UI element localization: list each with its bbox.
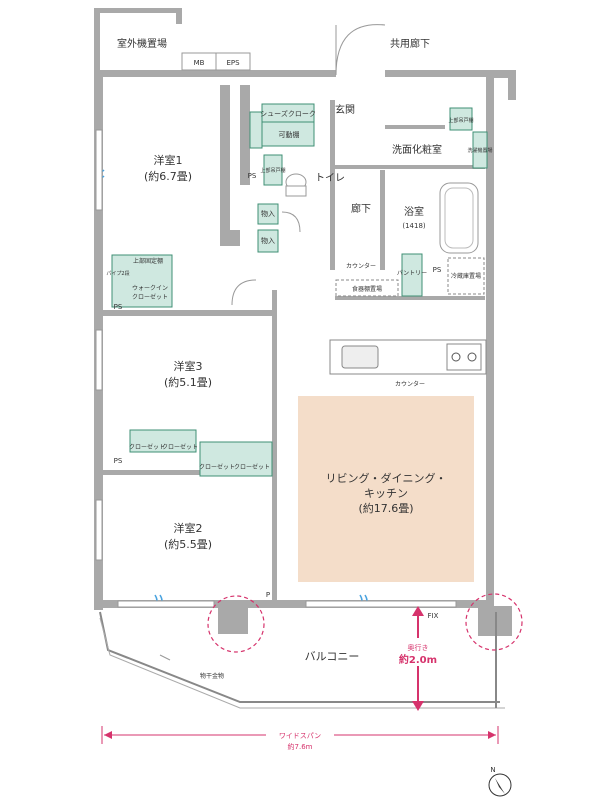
counter-kitchen-label: カウンター	[395, 380, 425, 388]
walkin-label: ウォークイン	[132, 284, 168, 292]
ps-left-label: PS	[114, 303, 123, 311]
room1-door-arc	[231, 279, 257, 306]
ps-right-label: PS	[433, 266, 442, 274]
closet-c-label: クローゼット	[199, 463, 235, 471]
north-compass: N	[488, 766, 512, 797]
depth-label: 奥行き	[408, 643, 429, 652]
entrance-door-arc	[335, 24, 386, 76]
eps-box	[215, 52, 251, 71]
bath-size-label: (1418)	[402, 222, 426, 230]
closet-b-label: クローゼット	[162, 443, 198, 451]
movable-shelf-label: 可動棚	[279, 130, 300, 139]
counter-small-label: カウンター	[346, 262, 376, 270]
closet-d-label: クローゼット	[234, 463, 270, 471]
ldk-size: (約17.6畳)	[358, 501, 413, 515]
hallway-label: 廊下	[351, 202, 371, 215]
room3-label: 洋室3	[174, 359, 203, 373]
washroom-label: 洗面化粧室	[392, 143, 442, 156]
pipe-shelf-label: パイプ2段	[106, 270, 129, 277]
depth-value: 約2.0m	[399, 653, 437, 666]
storage2-label: 物入	[261, 236, 275, 245]
column-circle-left	[207, 595, 265, 653]
room2-label: 洋室2	[174, 521, 203, 535]
outdoor-unit-label: 室外機置場	[117, 37, 167, 50]
ldk-label-1: リビング・ダイニング・	[326, 471, 447, 485]
north-label: N	[490, 766, 495, 774]
common-corridor-label: 共用廊下	[390, 37, 430, 50]
toilet-label: トイレ	[315, 173, 345, 184]
bathtub	[439, 182, 479, 254]
balcony-label: バルコニー	[305, 650, 360, 663]
p-mark: P	[266, 591, 270, 599]
balcony-outline	[99, 611, 500, 703]
room2-size: (約5.5畳)	[164, 537, 212, 551]
upper-fixed-shelf-label: 上部固定棚	[133, 257, 163, 265]
fix-mark: FIX	[428, 612, 439, 620]
fridge-label: 冷蔵庫置場	[451, 272, 481, 280]
laundry-shelf-label: 洗濯機置場	[467, 147, 492, 154]
bathroom-label: 浴室	[404, 205, 424, 218]
room1-label: 洋室1	[154, 153, 183, 167]
ps-top-label: PS	[248, 172, 257, 180]
width-label: ワイドスパン	[279, 732, 321, 740]
upper-shelf-right-label: 上部吊戸棚	[448, 117, 473, 124]
clothes-pole-label: 物干金物	[200, 672, 224, 680]
column-circle-right	[465, 593, 523, 651]
storage1-label: 物入	[261, 209, 275, 218]
ldk-area	[298, 396, 474, 582]
width-value: 約7.6m	[288, 742, 313, 751]
storage-boxes	[111, 103, 488, 477]
closet-a-label: クローゼット	[129, 443, 165, 451]
room1-size: (約6.7畳)	[144, 169, 192, 183]
shoes-cloak-label: シューズクローク	[260, 109, 316, 118]
ps-mid-label: PS	[114, 457, 123, 465]
dish-shelf-label: 食器棚置場	[352, 285, 382, 293]
toilet-upper-label: 上部吊戸棚	[260, 167, 285, 174]
walkin-label-2: クローゼット	[132, 293, 168, 301]
room3-size: (約5.1畳)	[164, 375, 212, 389]
mb-label: MB	[194, 59, 205, 67]
eps-label: EPS	[226, 59, 240, 67]
storage-door-arc	[281, 211, 301, 233]
entrance-label: 玄関	[335, 103, 355, 116]
ldk-label-2: キッチン	[364, 487, 408, 500]
pantry-label: パントリー	[397, 270, 427, 277]
